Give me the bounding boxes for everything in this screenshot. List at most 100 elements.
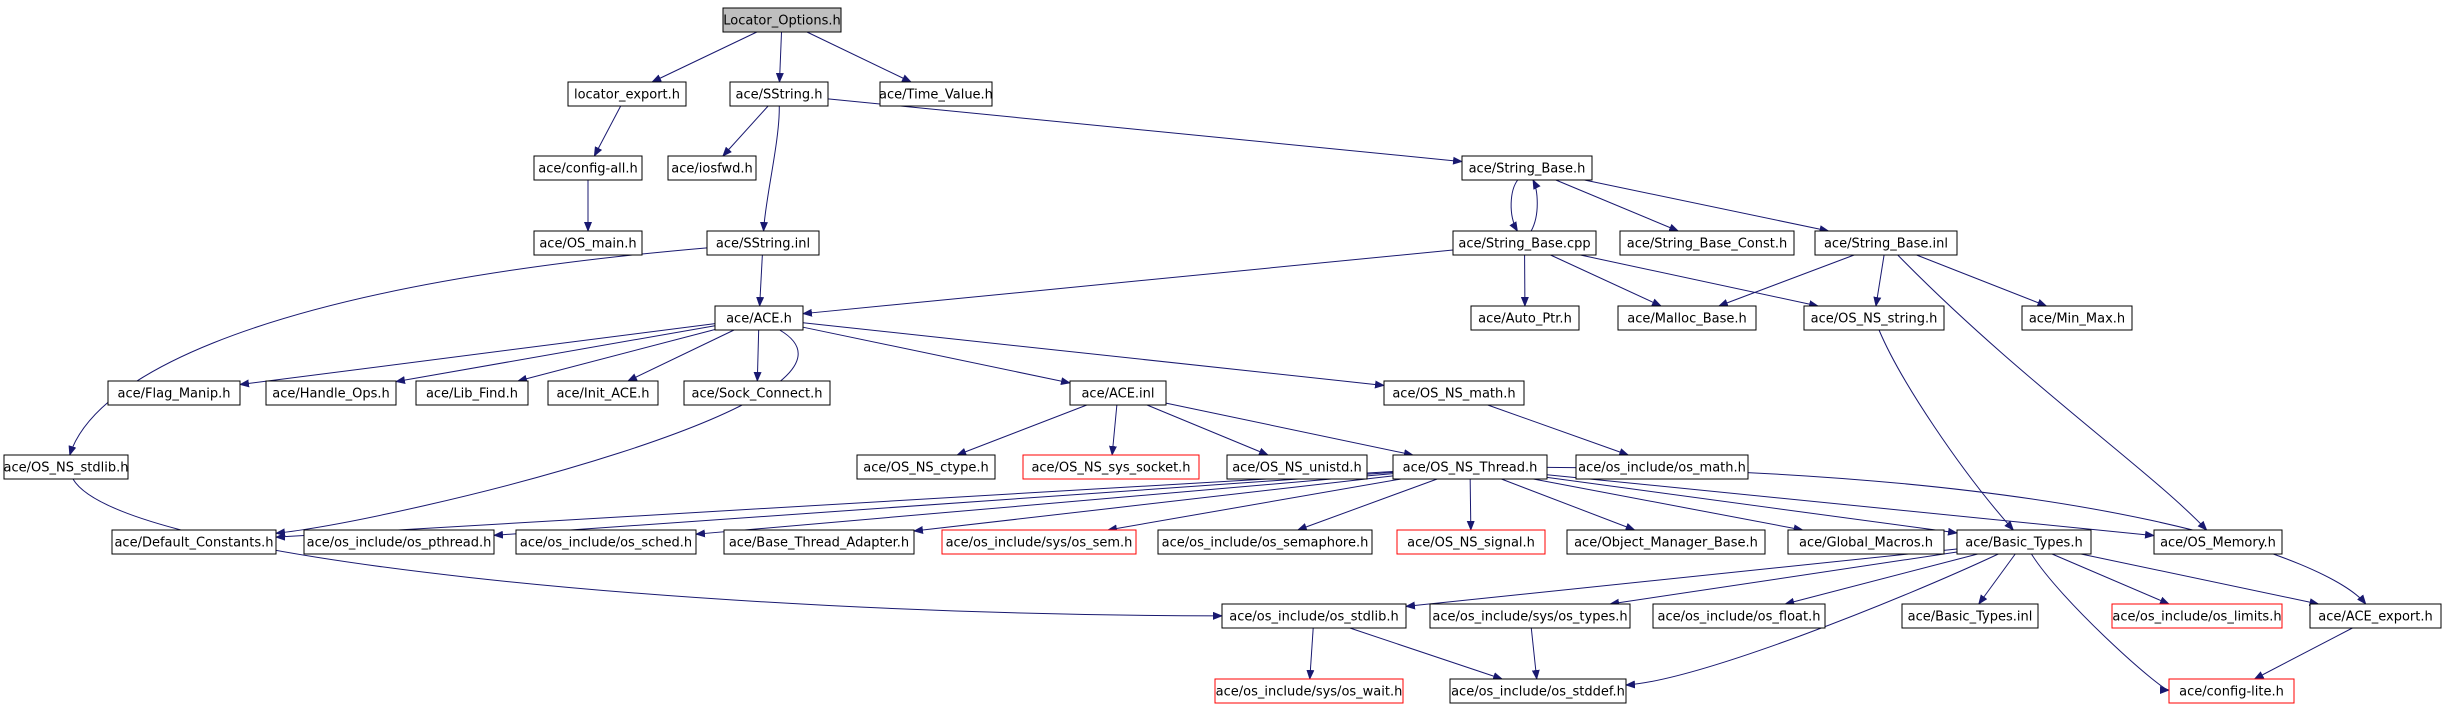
node-label: locator_export.h: [574, 88, 680, 103]
node-min_max[interactable]: ace/Min_Max.h: [2021, 305, 2133, 331]
node-os_limits[interactable]: ace/os_include/os_limits.h: [2111, 603, 2283, 629]
node-os_ns_math[interactable]: ace/OS_NS_math.h: [1383, 380, 1525, 406]
node-locator_export[interactable]: locator_export.h: [567, 81, 687, 107]
node-os_math[interactable]: ace/os_include/os_math.h: [1575, 454, 1749, 480]
node-box: [415, 380, 529, 406]
edge-string_base_h-to-string_base_cpp: [1509, 179, 1519, 232]
node-string_base_const[interactable]: ace/String_Base_Const.h: [1619, 230, 1795, 256]
node-global_macros[interactable]: ace/Global_Macros.h: [1787, 529, 1945, 555]
node-default_constants[interactable]: ace/Default_Constants.h: [111, 529, 277, 555]
edge-ace_h-to-os_ns_math: [802, 322, 1385, 389]
edge-basic_types_h-to-os_float: [1784, 553, 1978, 606]
node-os_main[interactable]: ace/OS_main.h: [533, 230, 643, 256]
node-os_ns_sys_socket[interactable]: ace/OS_NS_sys_socket.h: [1022, 454, 1200, 480]
node-config_lite[interactable]: ace/config-lite.h: [2168, 678, 2295, 704]
node-label: ace/String_Base_Const.h: [1627, 237, 1787, 252]
node-basic_types_inl[interactable]: ace/Basic_Types.inl: [1901, 603, 2039, 629]
node-os_types[interactable]: ace/os_include/sys/os_types.h: [1429, 603, 1631, 629]
edge-os_ns_thread-to-default_constants: [275, 471, 1394, 541]
node-label: ace/os_include/os_stdlib.h: [1229, 610, 1398, 625]
node-box: [567, 81, 687, 107]
node-string_base_inl[interactable]: ace/String_Base.inl: [1814, 230, 1958, 256]
node-config_all[interactable]: ace/config-all.h: [533, 155, 643, 181]
node-init_ace[interactable]: ace/Init_ACE.h: [547, 380, 659, 406]
node-malloc_base[interactable]: ace/Malloc_Base.h: [1617, 305, 1757, 331]
edge-os_types-to-os_stddef: [1530, 627, 1540, 680]
node-lib_find[interactable]: ace/Lib_Find.h: [415, 380, 529, 406]
node-auto_ptr[interactable]: ace/Auto_Ptr.h: [1470, 305, 1580, 331]
edge-sstring_h-to-string_base_h: [827, 98, 1463, 165]
edge-layer: [68, 31, 2367, 694]
node-locator_options[interactable]: Locator_Options.h: [722, 7, 842, 33]
edge-sstring_h-to-sstring_inl: [759, 105, 780, 232]
edge-locator_export-to-config_all: [593, 105, 622, 157]
edge-os_ns_thread-to-object_manager_base: [1501, 478, 1636, 531]
node-ace_h[interactable]: ace/ACE.h: [714, 305, 804, 331]
node-os_memory[interactable]: ace/OS_Memory.h: [2153, 529, 2283, 555]
node-box: [879, 81, 993, 107]
node-os_ns_ctype[interactable]: ace/OS_NS_ctype.h: [856, 454, 996, 480]
node-box: [3, 454, 129, 480]
edge-sstring_inl-to-ace_h: [756, 254, 765, 307]
node-label: ace/Base_Thread_Adapter.h: [729, 536, 909, 551]
node-sstring_inl[interactable]: ace/SString.inl: [706, 230, 820, 256]
node-box: [941, 529, 1137, 555]
node-box: [1617, 305, 1757, 331]
node-object_manager_base[interactable]: ace/Object_Manager_Base.h: [1566, 529, 1766, 555]
node-os_stddef[interactable]: ace/os_include/os_stddef.h: [1449, 678, 1627, 704]
node-label: ace/config-all.h: [538, 162, 638, 177]
node-os_float[interactable]: ace/os_include/os_float.h: [1652, 603, 1826, 629]
node-base_thread_adapter[interactable]: ace/Base_Thread_Adapter.h: [723, 529, 915, 555]
node-box: [667, 155, 757, 181]
edge-os_ns_string-to-basic_types_h: [1878, 329, 2014, 531]
node-basic_types_h[interactable]: ace/Basic_Types.h: [1956, 529, 2092, 555]
node-os_sem[interactable]: ace/os_include/sys/os_sem.h: [941, 529, 1137, 555]
edge-string_base_cpp-to-string_base_h: [1530, 179, 1541, 232]
edge-basic_types_h-to-os_types: [1609, 551, 1958, 607]
node-sstring_h[interactable]: ace/SString.h: [729, 81, 829, 107]
node-os_stdlib[interactable]: ace/os_include/os_stdlib.h: [1221, 603, 1407, 629]
node-box: [1787, 529, 1945, 555]
node-os_ns_string[interactable]: ace/OS_NS_string.h: [1803, 305, 1945, 331]
node-os_pthread[interactable]: ace/os_include/os_pthread.h: [303, 529, 495, 555]
node-ace_export[interactable]: ace/ACE_export.h: [2309, 603, 2442, 629]
node-label: ace/Sock_Connect.h: [692, 387, 823, 402]
node-box: [303, 529, 495, 555]
node-string_base_cpp[interactable]: ace/String_Base.cpp: [1452, 230, 1597, 256]
node-sock_connect[interactable]: ace/Sock_Connect.h: [683, 380, 831, 406]
node-label: ace/Object_Manager_Base.h: [1574, 536, 1758, 551]
edge-ace_inl-to-os_ns_sys_socket: [1109, 404, 1118, 456]
node-label: ace/String_Base.inl: [1824, 237, 1948, 252]
node-os_ns_unistd[interactable]: ace/OS_NS_unistd.h: [1226, 454, 1368, 480]
edge-sstring_inl-to-os_ns_stdlib: [68, 247, 708, 456]
node-os_wait[interactable]: ace/os_include/sys/os_wait.h: [1214, 678, 1404, 704]
edge-os_ns_math-to-os_math: [1487, 404, 1630, 456]
edge-os_ns_thread-to-os_sem: [1106, 478, 1402, 533]
node-os_ns_thread[interactable]: ace/OS_NS_Thread.h: [1392, 454, 1548, 480]
edge-ace_inl-to-os_ns_ctype: [956, 404, 1088, 456]
edge-string_base_h-to-string_base_inl: [1584, 179, 1830, 234]
node-label: ace/Flag_Manip.h: [118, 387, 231, 402]
node-label: ace/ACE_export.h: [2318, 610, 2432, 625]
node-label: ace/Default_Constants.h: [114, 536, 273, 551]
node-os_semaphore[interactable]: ace/os_include/os_semaphore.h: [1157, 529, 1373, 555]
node-os_sched[interactable]: ace/os_include/os_sched.h: [515, 529, 697, 555]
node-box: [547, 380, 659, 406]
node-os_ns_stdlib[interactable]: ace/OS_NS_stdlib.h: [3, 454, 129, 480]
node-ace_inl[interactable]: ace/ACE.inl: [1069, 380, 1167, 406]
node-box: [1901, 603, 2039, 629]
edge-os_stdlib-to-os_stddef: [1349, 627, 1504, 680]
node-box: [1392, 454, 1548, 480]
node-flag_manip[interactable]: ace/Flag_Manip.h: [107, 380, 241, 406]
node-handle_ops[interactable]: ace/Handle_Ops.h: [265, 380, 397, 406]
edge-string_base_cpp-to-os_ns_string: [1580, 254, 1820, 309]
edge-basic_types_h-to-os_stddef: [1625, 553, 1999, 689]
node-string_base_h[interactable]: ace/String_Base.h: [1461, 155, 1593, 181]
node-iosfwd[interactable]: ace/iosfwd.h: [667, 155, 757, 181]
node-os_ns_signal[interactable]: ace/OS_NS_signal.h: [1396, 529, 1546, 555]
node-box: [1214, 678, 1404, 704]
node-label: Locator_Options.h: [723, 14, 841, 29]
node-time_value[interactable]: ace/Time_Value.h: [879, 81, 993, 107]
edge-os_ns_thread-to-base_thread_adapter: [913, 475, 1394, 534]
node-label: ace/Basic_Types.h: [1965, 536, 2082, 551]
